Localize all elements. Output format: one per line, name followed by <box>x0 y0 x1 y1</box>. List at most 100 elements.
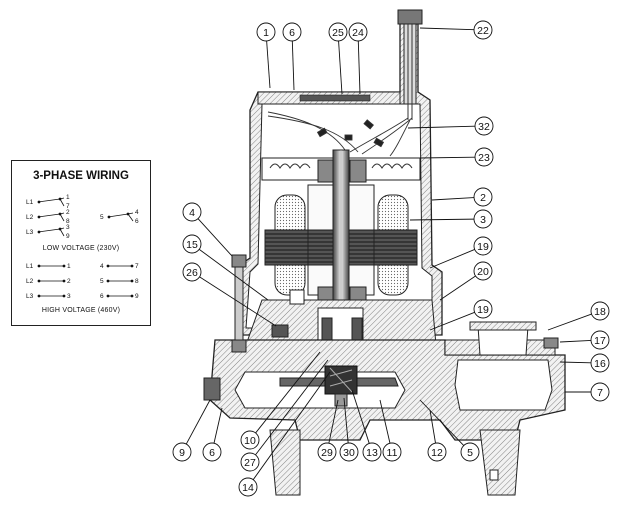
callout-leader <box>409 218 475 221</box>
low-row-terminal: 3 <box>66 224 70 231</box>
callout-number: 14 <box>242 482 254 494</box>
wiring-title: 3-PHASE WIRING <box>33 170 129 182</box>
tie-bolt <box>231 254 305 353</box>
callout-leader <box>197 218 233 257</box>
callout-bubble <box>256 22 276 42</box>
callout-leader <box>328 399 339 444</box>
callout-bubble <box>590 301 610 321</box>
callout-number: 30 <box>343 447 355 459</box>
callout-bubble <box>473 187 493 207</box>
callout-leader <box>429 409 436 444</box>
callout-bubble <box>473 299 493 319</box>
high-voltage-caption: HIGH VOLTAGE (460V) <box>41 307 121 314</box>
callout-leader <box>547 313 592 331</box>
callout-number: 4 <box>189 207 195 219</box>
callout-number: 3 <box>480 214 486 226</box>
callout-bubble <box>474 116 494 136</box>
high-row-label: 4 <box>100 263 104 270</box>
callout-number: 26 <box>186 267 198 279</box>
callout-number: 22 <box>477 25 489 37</box>
callout-leader <box>419 399 465 446</box>
callout-bubble <box>182 202 202 222</box>
callout-leader <box>419 27 475 31</box>
callout-leader <box>198 248 269 301</box>
callout-leader <box>429 311 475 331</box>
low-row-terminal: 7 <box>66 203 70 210</box>
low-row-terminal: 4 <box>135 209 139 216</box>
callout-leader <box>559 339 592 343</box>
callout-bubble <box>328 22 348 42</box>
callout-number: 19 <box>477 241 489 253</box>
high-row-label: 7 <box>135 263 139 270</box>
callout-bubble <box>590 353 610 373</box>
high-row-label: L3 <box>26 293 34 300</box>
wiring-lines <box>37 197 134 298</box>
low-row-terminal: 9 <box>66 233 70 240</box>
callout-bubble <box>590 382 610 402</box>
low-voltage-caption: LOW VOLTAGE (230V) <box>42 245 120 252</box>
callout-leader <box>252 371 331 480</box>
seal-plate <box>245 299 437 349</box>
callout-bubble <box>348 22 368 42</box>
callout-leader <box>407 125 476 129</box>
callout-leader <box>379 399 391 444</box>
callout-number: 13 <box>366 447 378 459</box>
callout-bubble <box>473 209 493 229</box>
low-row-terminal: 1 <box>66 194 70 201</box>
callout-leader <box>343 397 349 444</box>
wiring-harness <box>267 111 413 157</box>
callout-bubble <box>474 147 494 167</box>
callout-bubble <box>473 236 493 256</box>
callout-number: 11 <box>387 447 398 459</box>
callout-bubble <box>339 442 359 462</box>
callout-number: 9 <box>179 447 185 459</box>
callout-bubble <box>362 442 382 462</box>
callout-leader <box>439 275 476 301</box>
high-row-label: L1 <box>26 263 34 270</box>
volute-casing <box>203 321 566 441</box>
callout-number: 2 <box>480 192 486 204</box>
callout-bubble <box>460 442 480 462</box>
high-row-label: 9 <box>135 293 139 300</box>
callout-number: 16 <box>594 358 606 370</box>
callout-bubble <box>172 442 192 462</box>
callout-leader <box>431 197 475 201</box>
callout-number: 5 <box>467 447 473 459</box>
callout-leader <box>338 40 343 95</box>
low-row-terminal: 8 <box>66 218 70 225</box>
callout-number: 12 <box>431 447 443 459</box>
callout-number: 20 <box>477 266 489 278</box>
callout-bubble <box>182 234 202 254</box>
callout-bubble <box>382 442 402 462</box>
callout-number: 24 <box>352 27 364 39</box>
callout-number: 25 <box>332 27 344 39</box>
callout-bubble <box>427 442 447 462</box>
callout-leader <box>199 276 277 327</box>
callout-leader <box>419 156 476 159</box>
callout-bubble <box>182 262 202 282</box>
callout-number: 6 <box>209 447 215 459</box>
callout-leader <box>266 40 271 89</box>
callout-bubble <box>202 442 222 462</box>
callout-number: 10 <box>244 435 256 447</box>
callout-number: 18 <box>594 306 606 318</box>
high-row-label: 3 <box>67 293 71 300</box>
callout-leader <box>255 351 321 434</box>
high-row-label: 8 <box>135 278 139 285</box>
high-row-label: 2 <box>67 278 71 285</box>
callout-number: 1 <box>263 27 269 39</box>
callout-leader <box>559 361 592 364</box>
low-row-line-label: L1 <box>26 199 34 206</box>
callout-bubble <box>473 20 493 40</box>
callout-number: 23 <box>478 152 490 164</box>
callout-number: 27 <box>244 457 256 469</box>
high-row-label: 1 <box>67 263 71 270</box>
high-row-label: L2 <box>26 278 34 285</box>
callout-bubble <box>240 452 260 472</box>
callout-leader <box>213 407 223 444</box>
callout-leader <box>429 249 475 269</box>
callout-number: 19 <box>477 304 489 316</box>
wiring-legend-box: 3-PHASE WIRING L1 1 7 L2 2 8 L3 3 9 5 4 … <box>11 160 151 326</box>
callout-number: 29 <box>321 447 333 459</box>
